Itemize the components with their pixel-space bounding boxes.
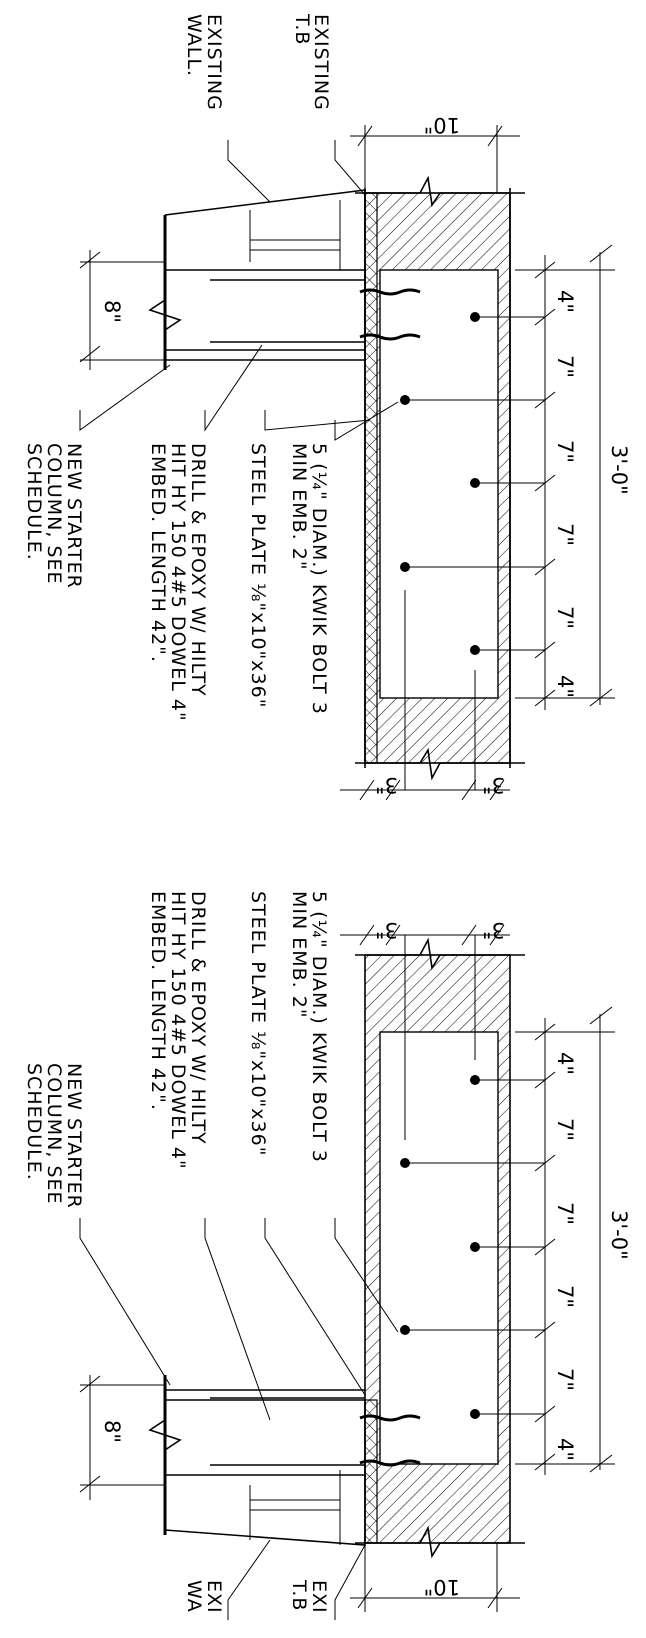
beam-core — [379, 1031, 499, 1465]
svg-text:STEEL PLATE ⅛"x10"x36": STEEL PLATE ⅛"x10"x36" — [247, 443, 269, 708]
dim-spacing: 7" — [553, 355, 577, 378]
dim-column-width: 8" — [100, 1420, 124, 1443]
steel-plate — [364, 1399, 378, 1544]
label-steel-plate: STEEL PLATE ⅛"x10"x36" — [247, 443, 269, 708]
svg-text:EMBED. LENGTH 42".: EMBED. LENGTH 42". — [147, 443, 169, 663]
svg-text:COLUMN, SEE: COLUMN, SEE — [43, 443, 65, 585]
label-steel-plate: STEEL PLATE ⅛"x10"x36" — [247, 891, 269, 1156]
svg-text:SCHEDULE.: SCHEDULE. — [23, 1063, 45, 1181]
dim-overall: 3'-0" — [607, 1210, 631, 1260]
svg-text:T.B: T.B — [288, 1579, 310, 1611]
dim-cover-left: 3" — [375, 773, 398, 797]
dim-spacing: 7" — [553, 1202, 577, 1225]
dim-spacing: 7" — [553, 1368, 577, 1391]
svg-text:EXISTING: EXISTING — [310, 14, 332, 111]
dim-cover-right: 3" — [482, 773, 505, 797]
dim-spacing: 7" — [553, 1285, 577, 1308]
svg-text:SCHEDULE.: SCHEDULE. — [23, 443, 45, 561]
svg-text:5 (¼" DIAM.) KWIK BOLT 3: 5 (¼" DIAM.) KWIK BOLT 3 — [308, 443, 330, 715]
detail-top: 4" 7" 7" 7" 7" 4" 3'-0" 10" 3" 3" — [23, 13, 631, 801]
break-line-top — [355, 937, 525, 971]
dim-spacing: 4" — [553, 1438, 577, 1461]
svg-text:COLUMN, SEE: COLUMN, SEE — [43, 1063, 65, 1205]
dim-beam-width: 10" — [424, 1575, 460, 1599]
svg-text:HIT HY 150 4#5 DOWEL 4": HIT HY 150 4#5 DOWEL 4" — [167, 891, 189, 1170]
dim-spacing: 4" — [553, 675, 577, 698]
label-new-starter: NEW STARTER COLUMN, SEE SCHEDULE. — [23, 1063, 85, 1209]
existing-wall — [164, 1399, 366, 1546]
svg-text:EXI: EXI — [203, 1580, 225, 1614]
label-drill-epoxy: DRILL & EPOXY W/ HILTY HIT HY 150 4#5 DO… — [147, 891, 209, 1170]
dim-spacing: 4" — [553, 1052, 577, 1075]
label-kwik-bolt: 5 (¼" DIAM.) KWIK BOLT 3 MIN EMB. 2" — [288, 443, 330, 715]
svg-text:T.B: T.B — [291, 13, 313, 45]
label-existing-tb: EXISTING T.B — [291, 13, 332, 111]
svg-text:EXISTING: EXISTING — [203, 14, 225, 111]
dim-spacing: 7" — [553, 606, 577, 629]
label-new-starter: NEW STARTER COLUMN, SEE SCHEDULE. — [23, 443, 85, 589]
steel-plate — [364, 192, 378, 764]
svg-text:DRILL & EPOXY W/ HILTY: DRILL & EPOXY W/ HILTY — [187, 443, 209, 697]
svg-text:EMBED. LENGTH 42".: EMBED. LENGTH 42". — [147, 891, 169, 1111]
dim-overall: 3'-0" — [607, 445, 631, 495]
detail-bottom: 4" 7" 7" 7" 7" 4" 3'-0" 10" 3" 3" — [23, 891, 631, 1620]
dim-spacing: 4" — [553, 290, 577, 313]
svg-text:5 (¼" DIAM.) KWIK BOLT 3: 5 (¼" DIAM.) KWIK BOLT 3 — [308, 891, 330, 1163]
dim-beam-width: 10" — [424, 113, 460, 137]
break-line-bottom — [355, 747, 525, 781]
svg-text:EXI: EXI — [308, 1580, 330, 1614]
dim-spacing: 7" — [553, 440, 577, 463]
beam-core — [379, 269, 499, 699]
dim-column-width: 8" — [100, 300, 124, 323]
label-kwik-bolt: 5 (¼" DIAM.) KWIK BOLT 3 MIN EMB. 2" — [288, 891, 330, 1163]
svg-text:MIN EMB. 2": MIN EMB. 2" — [288, 891, 310, 1019]
svg-text:DRILL & EPOXY W/ HILTY: DRILL & EPOXY W/ HILTY — [187, 891, 209, 1145]
label-existing-wall: EXI WA — [183, 1580, 225, 1614]
break-line-top — [355, 175, 525, 208]
svg-text:HIT HY 150 4#5 DOWEL 4": HIT HY 150 4#5 DOWEL 4" — [167, 443, 189, 722]
label-existing-tb: EXI T.B — [288, 1579, 330, 1614]
break-line-bottom — [355, 1525, 525, 1559]
dim-cover-right: 3" — [482, 918, 505, 942]
dim-spacing: 7" — [553, 1118, 577, 1141]
svg-text:WA: WA — [183, 1580, 205, 1613]
svg-text:NEW STARTER: NEW STARTER — [63, 1063, 85, 1209]
dim-cover-left: 3" — [375, 918, 398, 942]
dim-spacing: 7" — [553, 523, 577, 546]
label-existing-wall: EXISTING WALL. — [183, 14, 225, 111]
label-drill-epoxy: DRILL & EPOXY W/ HILTY HIT HY 150 4#5 DO… — [147, 443, 209, 722]
existing-wall — [164, 189, 366, 361]
svg-text:NEW STARTER: NEW STARTER — [63, 443, 85, 589]
svg-text:WALL.: WALL. — [183, 14, 205, 77]
svg-text:MIN EMB. 2": MIN EMB. 2" — [288, 443, 310, 571]
svg-text:STEEL PLATE ⅛"x10"x36": STEEL PLATE ⅛"x10"x36" — [247, 891, 269, 1156]
